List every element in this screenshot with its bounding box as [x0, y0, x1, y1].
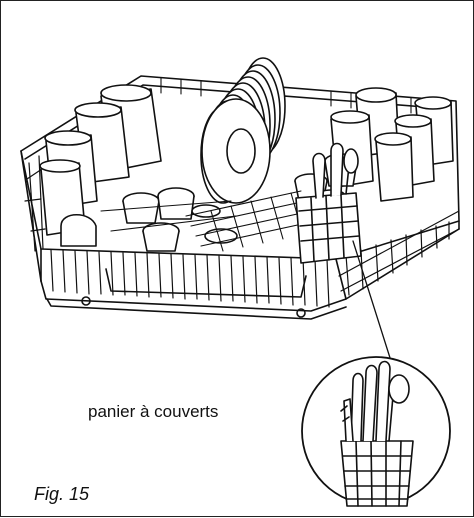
glasses-left [39, 84, 162, 236]
leader-line [352, 240, 392, 362]
front-wires [50, 249, 330, 308]
mugs-right [330, 87, 454, 202]
cutlery-basket-magnified-icon [301, 356, 451, 507]
callout-label: panier à couverts [88, 402, 219, 421]
cutlery-basket [295, 142, 362, 264]
plates-stack [200, 57, 286, 204]
figure-caption: Fig. 15 [34, 484, 90, 504]
